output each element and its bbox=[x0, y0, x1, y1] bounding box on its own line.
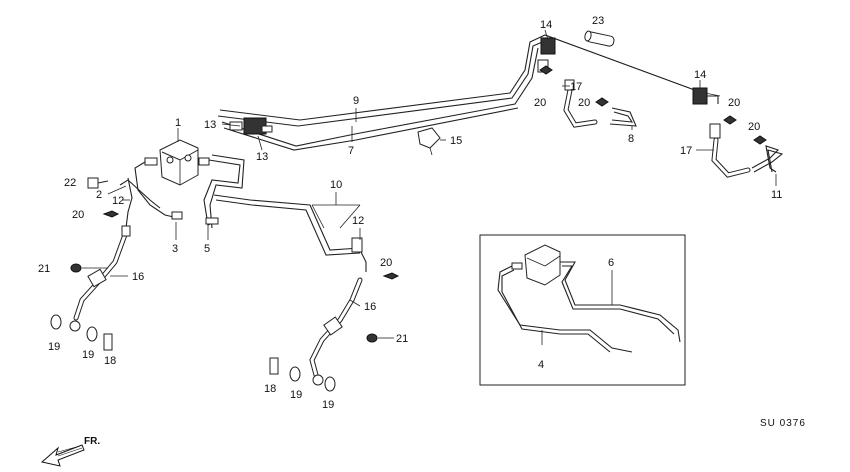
callout-12-right: 12 bbox=[352, 215, 364, 227]
callout-10: 10 bbox=[330, 179, 342, 191]
callout-18-left: 18 bbox=[104, 355, 116, 367]
callout-3: 3 bbox=[172, 243, 178, 255]
callout-19-b: 19 bbox=[82, 349, 94, 361]
callout-labels: 1 2 3 4 5 6 7 8 9 10 11 12 12 13 13 14 1… bbox=[38, 15, 782, 411]
diagram-code: SU 0376 bbox=[760, 418, 806, 429]
callout-2: 2 bbox=[96, 189, 102, 201]
callout-16-left: 16 bbox=[132, 271, 144, 283]
callout-4: 4 bbox=[538, 359, 544, 371]
callout-13-lower: 13 bbox=[256, 151, 268, 163]
rear-right-hose bbox=[709, 123, 784, 178]
callout-15: 15 bbox=[450, 135, 462, 147]
callout-23: 23 bbox=[592, 15, 604, 27]
callout-17-right: 17 bbox=[680, 145, 692, 157]
callout-22: 22 bbox=[64, 177, 76, 189]
callout-17-left: 17 bbox=[570, 81, 582, 93]
proportioning-valve bbox=[144, 139, 210, 186]
callout-19-a: 19 bbox=[48, 341, 60, 353]
callout-7: 7 bbox=[348, 145, 354, 157]
callout-20-c: 20 bbox=[534, 97, 546, 109]
callout-12-left: 12 bbox=[112, 195, 124, 207]
front-label: FR. bbox=[84, 436, 100, 447]
callout-9: 9 bbox=[353, 95, 359, 107]
pipe-assembly-9-7 bbox=[217, 34, 721, 151]
junction-block bbox=[229, 117, 273, 135]
callout-20-b: 20 bbox=[380, 257, 392, 269]
callout-14-right: 14 bbox=[694, 69, 706, 81]
callout-19-c: 19 bbox=[290, 389, 302, 401]
callout-6: 6 bbox=[608, 257, 614, 269]
rear-left-hose bbox=[563, 79, 637, 128]
clamp-15 bbox=[417, 127, 441, 156]
callout-20-a: 20 bbox=[72, 209, 84, 221]
front-right-hose bbox=[309, 237, 367, 386]
inset-variant bbox=[479, 234, 686, 386]
callout-21-right: 21 bbox=[396, 333, 408, 345]
callout-21-left: 21 bbox=[38, 263, 50, 275]
callout-18-right: 18 bbox=[264, 383, 276, 395]
callout-1: 1 bbox=[175, 117, 181, 129]
front-left-hose bbox=[69, 225, 131, 332]
rear-junction-right bbox=[692, 87, 719, 105]
callout-13-upper: 13 bbox=[204, 119, 216, 131]
callout-16-right: 16 bbox=[364, 301, 376, 313]
front-left-pipes bbox=[119, 161, 183, 229]
callout-20-f: 20 bbox=[748, 121, 760, 133]
callout-14-left: 14 bbox=[540, 19, 552, 31]
pipe-sleeve-23 bbox=[584, 30, 615, 47]
callout-20-d: 20 bbox=[578, 97, 590, 109]
front-direction-arrow: FR. bbox=[40, 436, 100, 467]
callout-8: 8 bbox=[628, 133, 634, 145]
callout-20-e: 20 bbox=[728, 97, 740, 109]
callout-5: 5 bbox=[204, 243, 210, 255]
hardware bbox=[50, 177, 378, 392]
callout-19-d: 19 bbox=[322, 399, 334, 411]
callout-11: 11 bbox=[771, 189, 782, 201]
clips bbox=[102, 65, 767, 280]
leader-lines bbox=[82, 29, 777, 345]
